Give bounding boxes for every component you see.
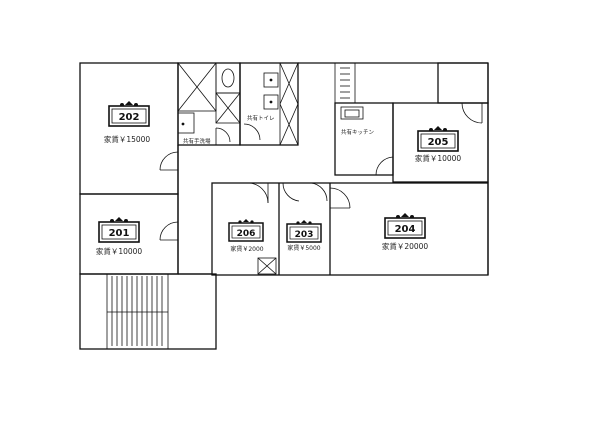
room-203-rent: 家賃￥5000 <box>287 244 320 252</box>
kitchen-outline <box>334 102 394 176</box>
toilet-outline <box>239 62 299 146</box>
room-202[interactable]: 202 家賃￥15000 <box>104 101 151 144</box>
room-206-number: 206 <box>237 229 256 239</box>
washroom-label: 共有手洗場 <box>183 137 211 145</box>
room-205-number: 205 <box>428 137 449 148</box>
washroom-fixtures: 共有手洗場 <box>177 62 241 145</box>
kitchen-fixtures: 共有キッチン <box>340 106 394 176</box>
room-203-number: 203 <box>295 230 314 240</box>
room-206[interactable]: 206 家賃￥2000 <box>228 219 264 253</box>
toilet-fixtures: 共有トイレ <box>243 62 299 146</box>
upper-stairs <box>334 63 356 103</box>
room-203[interactable]: 203 家賃￥5000 <box>286 220 322 252</box>
room-202-outline <box>79 62 179 195</box>
room-204-rent: 家賃￥20000 <box>382 241 429 251</box>
room-206-rent: 家賃￥2000 <box>230 245 263 253</box>
room-201[interactable]: 201 家賃￥10000 <box>96 217 143 256</box>
room-202-rent: 家賃￥15000 <box>104 134 151 144</box>
stairs <box>106 274 169 349</box>
storage-outline <box>437 62 489 104</box>
room-201-number: 201 <box>109 228 130 239</box>
room-204-number: 204 <box>395 224 416 235</box>
room-202-number: 202 <box>119 112 140 123</box>
walls <box>79 62 489 350</box>
room-204[interactable]: 204 家賃￥20000 <box>382 213 429 251</box>
lower-block-outline <box>211 182 489 276</box>
doors <box>159 102 483 275</box>
room-201-rent: 家賃￥10000 <box>96 246 143 256</box>
kitchen-label: 共有キッチン <box>341 128 375 136</box>
room-205-outline <box>392 102 489 183</box>
room-205[interactable]: 205 家賃￥10000 <box>415 126 462 163</box>
room-205-rent: 家賃￥10000 <box>415 153 462 163</box>
stair-outline <box>79 273 217 350</box>
toilet-label: 共有トイレ <box>247 114 275 122</box>
